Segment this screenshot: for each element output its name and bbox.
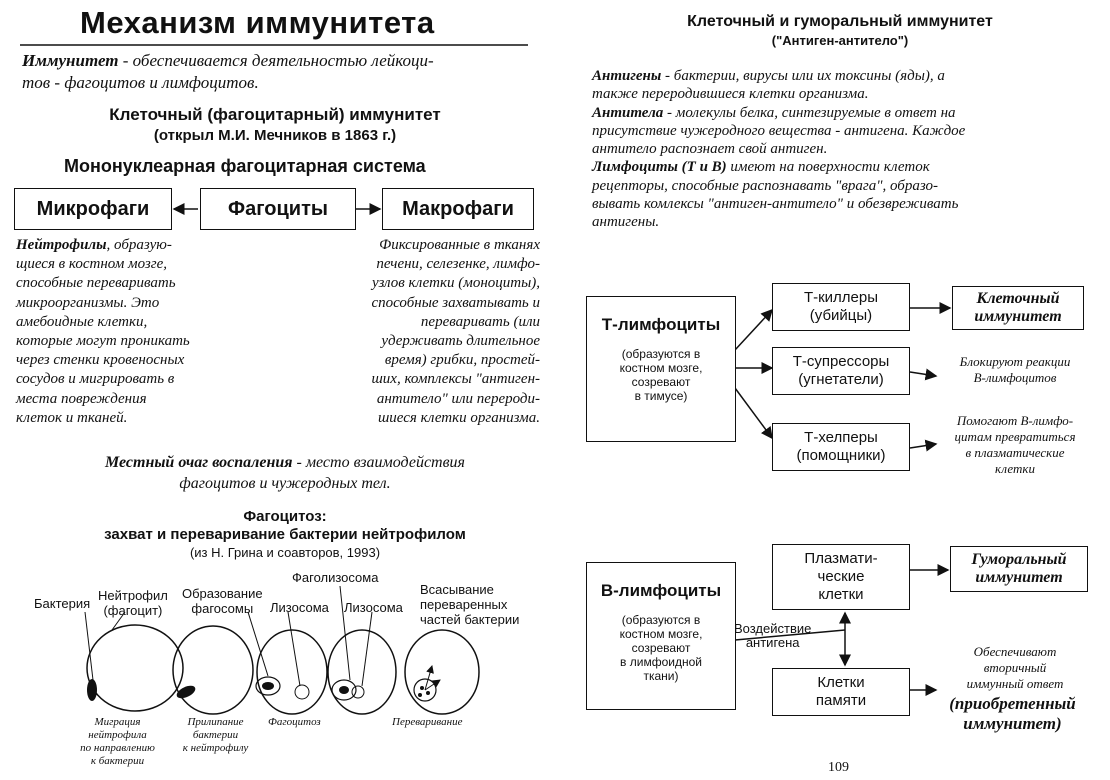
cell-5-digestion — [404, 629, 480, 715]
cell-3-phagocytosis — [256, 629, 328, 715]
definitions-text: Антигены - бактерии, вирусы или их токси… — [592, 68, 966, 231]
cellular-title: Клеточный (фагоцитарный) иммунитет (откр… — [109, 105, 441, 144]
left-title: Механизм иммунитета — [80, 5, 435, 40]
label-neutrophil: Нейтрофил(фагоцит) — [98, 588, 168, 618]
cell-1-neutrophil — [86, 624, 184, 712]
arrow-t-killers — [734, 308, 774, 351]
inflammation-text: Местный очаг воспаления - место взаимоде… — [105, 454, 465, 492]
label-phagolysosome: Фаголизосома — [292, 570, 379, 585]
intro-text: Иммунитет - обеспечивается деятельностью… — [22, 51, 434, 92]
system-title: Мононуклеарная фагоцитарная система — [64, 156, 426, 176]
intro-term: Иммунитет — [22, 51, 119, 70]
caption-digestion: Переваривание — [392, 716, 463, 728]
cell-2-adhesion — [172, 625, 254, 715]
neutrophils-text: Нейтрофилы, образую-щиеся в костном мозг… — [16, 237, 190, 426]
box-t-helpers: Т-хелперы(помощники) — [772, 423, 910, 471]
right-title: Клеточный и гуморальный иммунитет ("Анти… — [687, 13, 993, 48]
cell-4-phagolysosome — [327, 629, 397, 715]
label-lysosome-2: Лизосома — [344, 600, 403, 615]
page-number: 109 — [828, 760, 849, 775]
phagocytosis-title: Фагоцитоз: захват и переваривание бактер… — [104, 508, 466, 560]
caption-phagocytosis: Фагоцитоз — [268, 716, 321, 728]
box-phagocytes: Фагоциты — [200, 188, 356, 230]
label-bacteria: Бактерия — [34, 596, 91, 611]
box-t-suppressors: Т-супрессоры(угнетатели) — [772, 347, 910, 395]
box-microphages: Микрофаги — [14, 188, 172, 230]
arrow-t-helpers — [734, 387, 773, 440]
box-t-killers: Т-киллеры(убийцы) — [772, 283, 910, 331]
label-lysosome-1: Лизосома — [270, 600, 329, 615]
box-macrophages: Макрофаги — [382, 188, 534, 230]
